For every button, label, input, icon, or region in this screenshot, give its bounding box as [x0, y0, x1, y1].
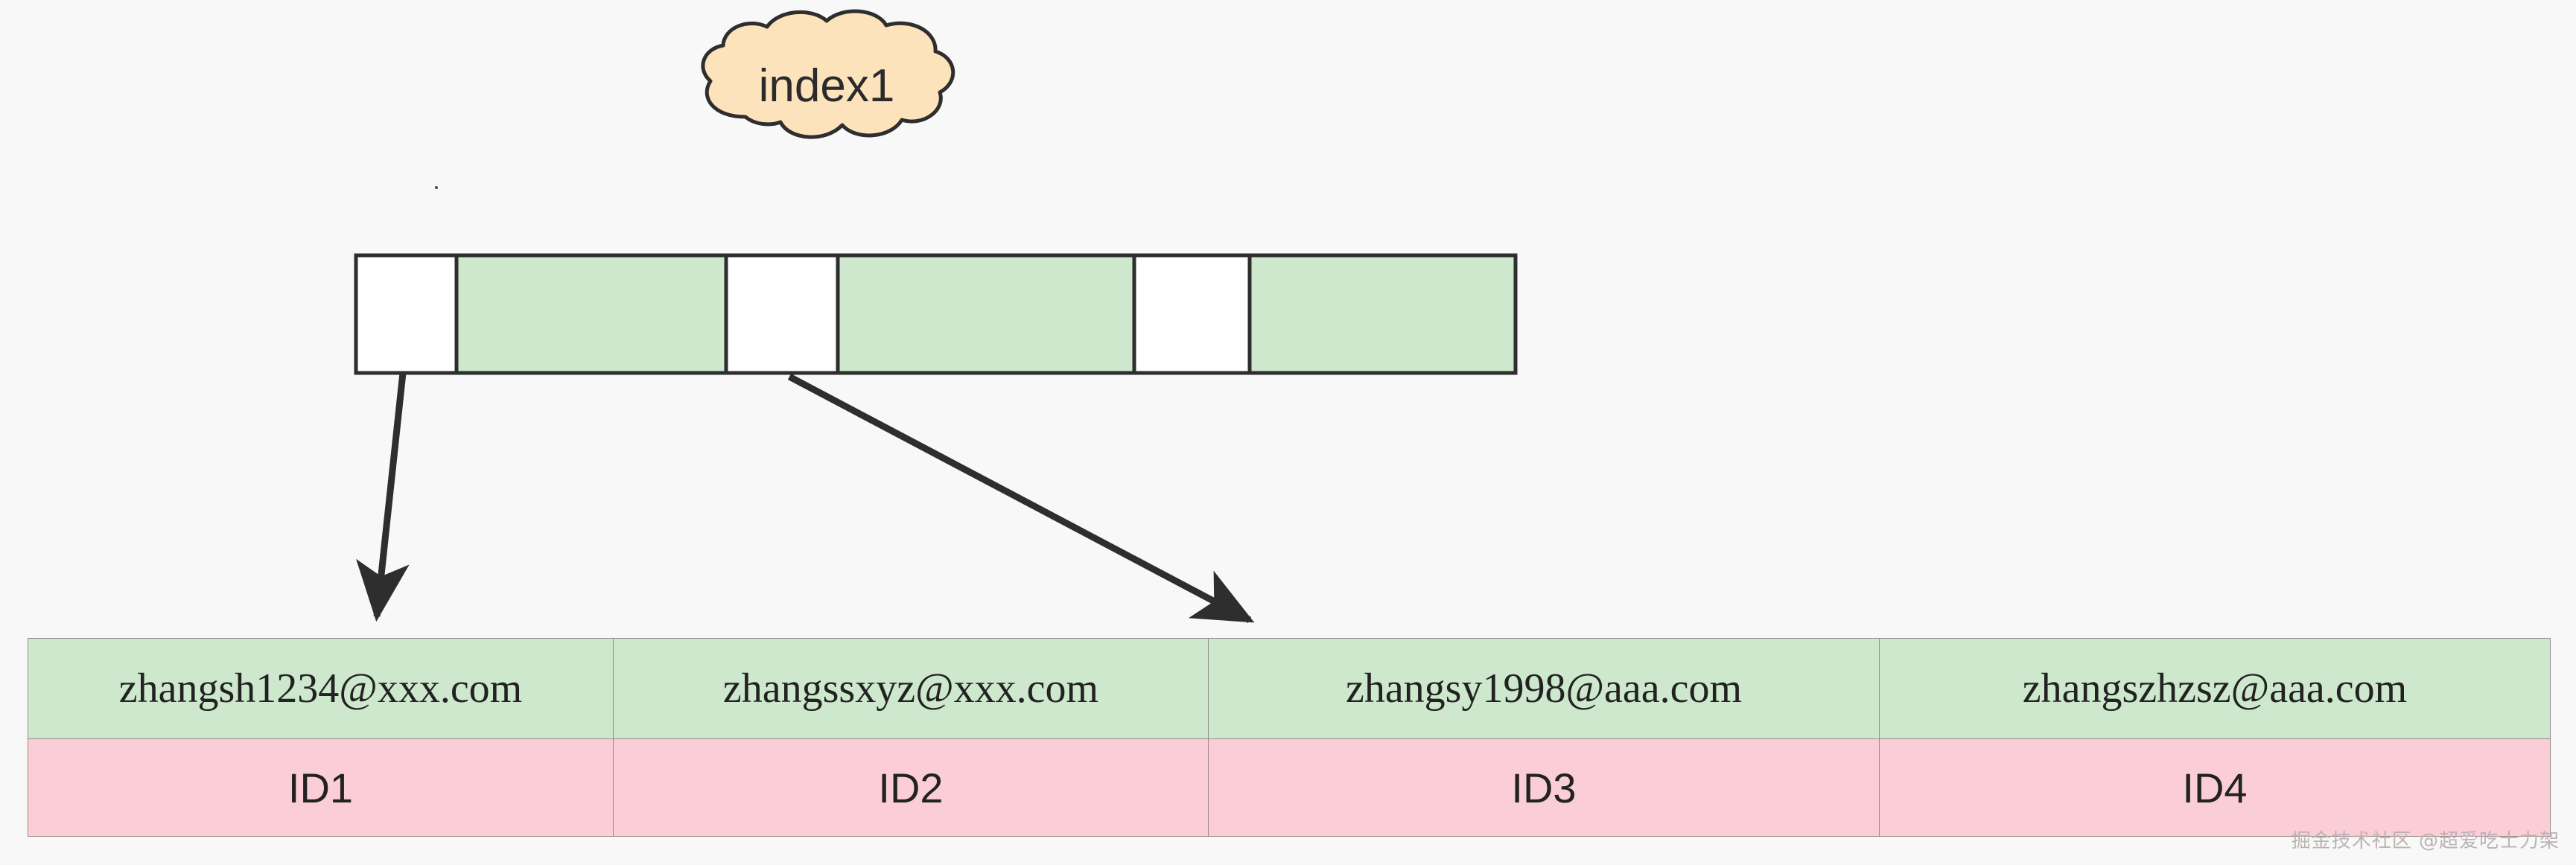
id-cell-3: ID3 — [1208, 738, 1880, 837]
id-cell-2: ID2 — [613, 738, 1209, 837]
email-cell-2: zhangssxyz@xxx.com — [613, 638, 1209, 739]
index-bar-cell-6 — [1247, 253, 1518, 375]
table-row-id: ID1 ID2 ID3 ID4 — [28, 738, 2551, 837]
index-bar-cell-5 — [1132, 253, 1252, 375]
arrows-group — [356, 372, 1255, 623]
index-bar-cell-1 — [354, 253, 459, 375]
email-cell-3: zhangsy1998@aaa.com — [1208, 638, 1880, 739]
index-bar-cell-3 — [724, 253, 840, 375]
email-cell-1: zhangsh1234@xxx.com — [28, 638, 614, 739]
cloud-shape — [701, 9, 955, 139]
id-cell-4: ID4 — [1879, 738, 2551, 837]
id-cell-1: ID1 — [28, 738, 614, 837]
index-bar-cell-4 — [836, 253, 1136, 375]
speck-artifact — [435, 186, 438, 189]
arrow-cell1-to-id1 — [356, 372, 410, 622]
index-bar-cell-2 — [454, 253, 728, 375]
arrow-cell3-to-id3 — [787, 374, 1255, 623]
index-bar-group — [354, 253, 1518, 375]
table-row-email: zhangsh1234@xxx.com zhangssxyz@xxx.com z… — [28, 638, 2551, 739]
email-cell-4: zhangszhzsz@aaa.com — [1879, 638, 2551, 739]
records-table: zhangsh1234@xxx.com zhangssxyz@xxx.com z… — [28, 638, 2551, 837]
